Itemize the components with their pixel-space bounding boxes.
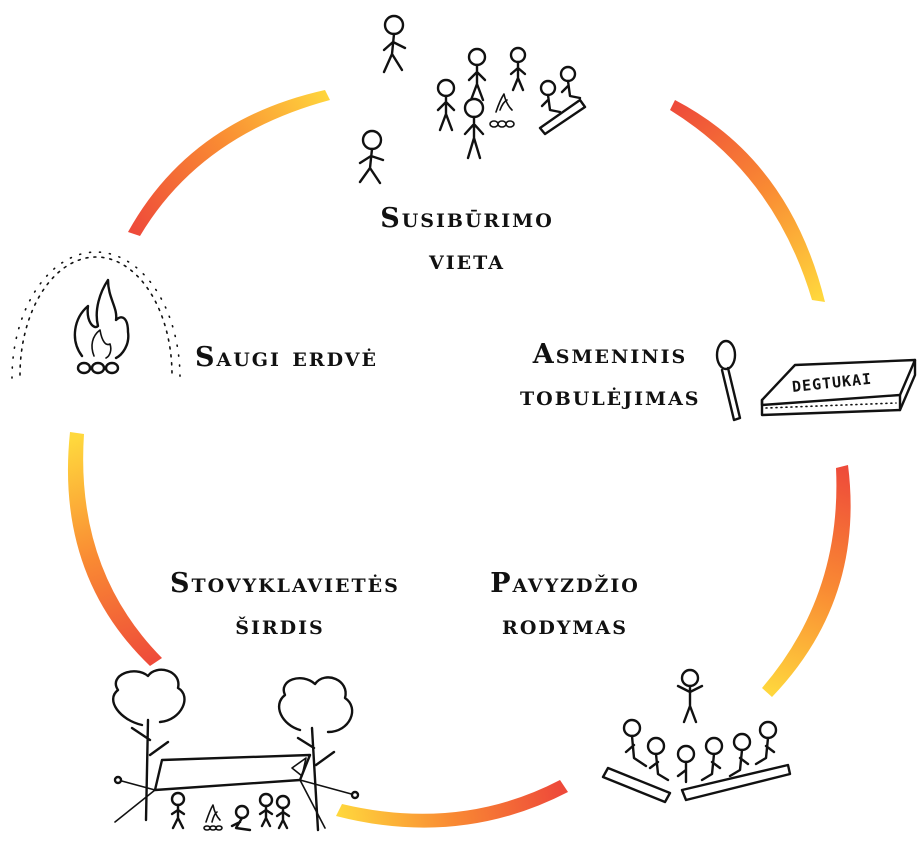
matchbox-label: DEGTUKAI [791, 370, 873, 396]
node-label-line: Stovyklavietės [170, 568, 400, 599]
node-label-example: Pavyzdžio rodymas [470, 563, 660, 647]
node-label-line: Asmeninis [532, 339, 688, 370]
arc-safe-to-gathering [128, 90, 330, 236]
sheltered-fire-icon [11, 251, 181, 379]
arc-heart-to-safe [67, 432, 162, 666]
node-label-line: Saugi erdvė [195, 342, 378, 373]
node-label-line: tobulėjimas [520, 380, 701, 412]
campsite-tent-trees-icon [111, 668, 360, 832]
arc-example-to-heart [336, 780, 568, 828]
node-label-gathering: Susibūrimo vieta [372, 198, 562, 282]
node-label-heart: Stovyklavietės širdis [170, 563, 400, 647]
match-and-matchbox-icon: DEGTUKAI [715, 339, 917, 422]
node-label-personal: Asmeninis tobulėjimas [520, 334, 700, 418]
node-label-line: vieta [429, 244, 505, 276]
arc-gathering-to-personal [670, 100, 825, 302]
node-label-line: rodymas [502, 609, 628, 641]
campfire-group-icon [358, 14, 587, 185]
node-label-line: Pavyzdžio [490, 568, 640, 599]
node-label-safe: Saugi erdvė [195, 337, 378, 379]
leader-and-seated-group-icon [601, 668, 792, 804]
node-label-line: širdis [235, 609, 325, 641]
cycle-arcs [67, 90, 851, 828]
arc-personal-to-example [762, 465, 851, 697]
node-label-line: Susibūrimo [380, 203, 554, 234]
